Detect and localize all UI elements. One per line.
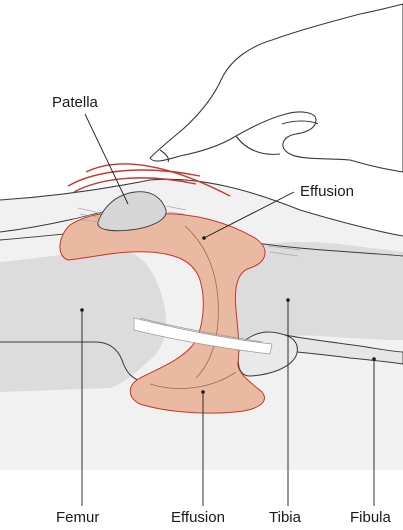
leader-dot-effusion-top (202, 236, 206, 240)
label-tibia: Tibia (269, 509, 302, 526)
leader-dot-effusion-bottom (201, 390, 205, 394)
leader-dot-tibia (286, 298, 290, 302)
label-patella: Patella (52, 94, 99, 111)
label-fibula: Fibula (350, 509, 392, 526)
leader-dot-femur (80, 308, 84, 312)
pressing-hand-icon (150, 4, 403, 172)
label-effusion-bottom: Effusion (171, 509, 225, 526)
label-femur: Femur (56, 509, 99, 526)
label-effusion-top: Effusion (300, 183, 354, 200)
leader-dot-fibula (372, 357, 376, 361)
